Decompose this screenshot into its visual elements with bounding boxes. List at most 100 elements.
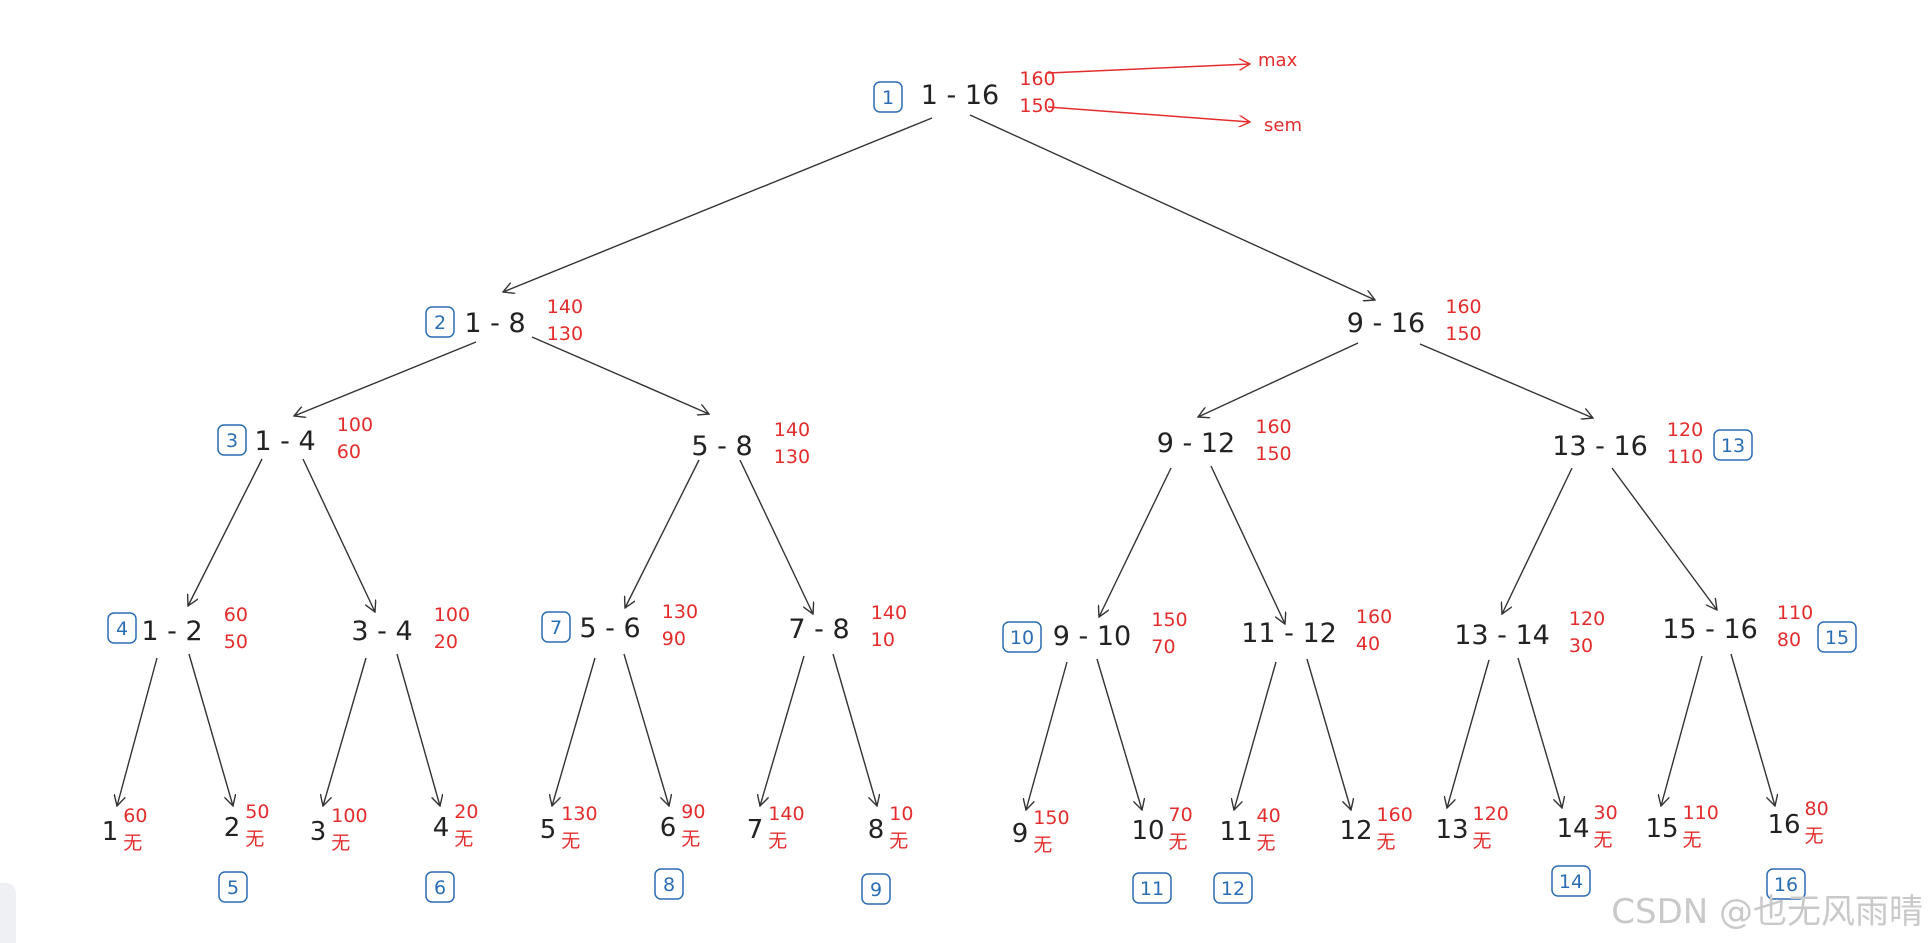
node-sem-value: 无 [1473, 830, 1492, 852]
tree-edge-n1112-l12 [1306, 658, 1351, 810]
node-index-badge [1002, 621, 1042, 653]
node-sem-value: 无 [1805, 825, 1824, 847]
node-index-label: 13 [1721, 435, 1745, 457]
node-range-label: 15 - 16 [1662, 614, 1758, 645]
node-index-badge [873, 81, 903, 113]
node-max-value: 60 [224, 604, 248, 626]
node-index-badge [107, 612, 137, 644]
node-index-label: 1 [882, 87, 894, 109]
tree-edge-n12-l2 [188, 653, 233, 806]
node-sem-value: 无 [1033, 834, 1052, 856]
node-sem-value: 无 [889, 830, 908, 852]
node-range-label: 2 [224, 813, 241, 843]
tree-edge-n3-n12 [188, 458, 263, 606]
node-sem-value: 50 [224, 631, 248, 653]
node-max-value: 60 [123, 805, 147, 827]
node-max-value: 150 [1151, 609, 1187, 631]
node-range-label: 11 - 12 [1241, 618, 1337, 649]
legend-max-label: max [1258, 50, 1298, 71]
node-sem-value: 20 [434, 631, 458, 653]
tree-edge-n34-l3 [323, 657, 367, 806]
node-sem-value: 无 [454, 828, 473, 850]
node-index-label: 14 [1559, 871, 1583, 893]
tree-edge-n1316-n1516 [1611, 467, 1717, 610]
tree-edge-n58-n56 [625, 459, 700, 608]
node-range-label: 1 [102, 817, 119, 847]
tree-edge-n58-n78 [739, 459, 813, 614]
node-max-value: 110 [1683, 802, 1719, 824]
node-range-label: 7 - 8 [788, 614, 849, 645]
tree-edge-n1314-l14 [1517, 657, 1562, 808]
node-index-badge [1713, 429, 1753, 461]
node-max-value: 100 [434, 604, 470, 626]
node-sem-value: 80 [1777, 629, 1801, 651]
node-sem-value: 无 [1594, 829, 1613, 851]
tree-edge-n912-n1112 [1210, 465, 1285, 624]
node-range-label: 12 [1339, 816, 1372, 846]
node-max-value: 130 [662, 601, 698, 623]
node-sem-value: 150 [1445, 323, 1481, 345]
node-max-value: 80 [1805, 798, 1829, 820]
tree-edge-n1-n2 [503, 117, 933, 292]
node-range-label: 6 [660, 813, 677, 843]
node-range-label: 3 [310, 817, 327, 847]
tree-edge-n2-n3 [294, 341, 477, 416]
node-range-label: 9 - 16 [1347, 308, 1425, 339]
node-index-badge [425, 871, 455, 903]
node-range-label: 1 - 2 [141, 616, 202, 647]
tree-edge-n1112-l11 [1234, 661, 1277, 810]
node-max-value: 110 [1777, 602, 1813, 624]
tree-edge-n912-n910 [1099, 467, 1172, 617]
node-sem-value: 无 [245, 828, 264, 850]
node-sem-value: 无 [1169, 831, 1188, 853]
node-index-label: 2 [434, 312, 446, 334]
node-max-value: 160 [1445, 296, 1481, 318]
node-sem-value: 90 [662, 628, 686, 650]
tree-node: 7 - 8 140 10 [788, 602, 907, 651]
node-index-label: 3 [226, 430, 238, 452]
node-sem-value: 无 [123, 832, 142, 854]
tree-edge-n78-l7 [760, 655, 805, 806]
tree-edge-n1516-l15 [1661, 655, 1703, 806]
legend-sem-label: sem [1264, 115, 1302, 136]
node-max-value: 20 [454, 801, 478, 823]
node-max-value: 90 [681, 801, 705, 823]
node-range-label: 5 [540, 815, 557, 845]
node-index-badge [218, 871, 248, 903]
node-max-value: 140 [871, 602, 907, 624]
node-index-label: 16 [1774, 874, 1798, 896]
node-sem-value: 10 [871, 629, 895, 651]
node-index-label: 7 [550, 617, 562, 639]
legend-sem-arrow [1047, 106, 1250, 122]
node-sem-value: 无 [1257, 832, 1276, 854]
node-range-label: 10 [1131, 816, 1164, 846]
node-index-badge [861, 873, 891, 905]
node-max-value: 120 [1473, 803, 1509, 825]
node-max-value: 130 [561, 803, 597, 825]
node-max-value: 120 [1569, 608, 1605, 630]
tree-edge-n56-l5 [552, 657, 596, 806]
node-max-value: 30 [1594, 802, 1618, 824]
node-range-label: 7 [747, 815, 764, 845]
node-max-value: 140 [547, 296, 583, 318]
node-index-label: 10 [1010, 627, 1034, 649]
tree-node: 9 - 16 160 150 [1347, 296, 1482, 345]
tree-edge-n1314-l13 [1447, 659, 1490, 808]
node-range-label: 1 - 4 [254, 426, 315, 457]
node-index-label: 11 [1140, 878, 1164, 900]
